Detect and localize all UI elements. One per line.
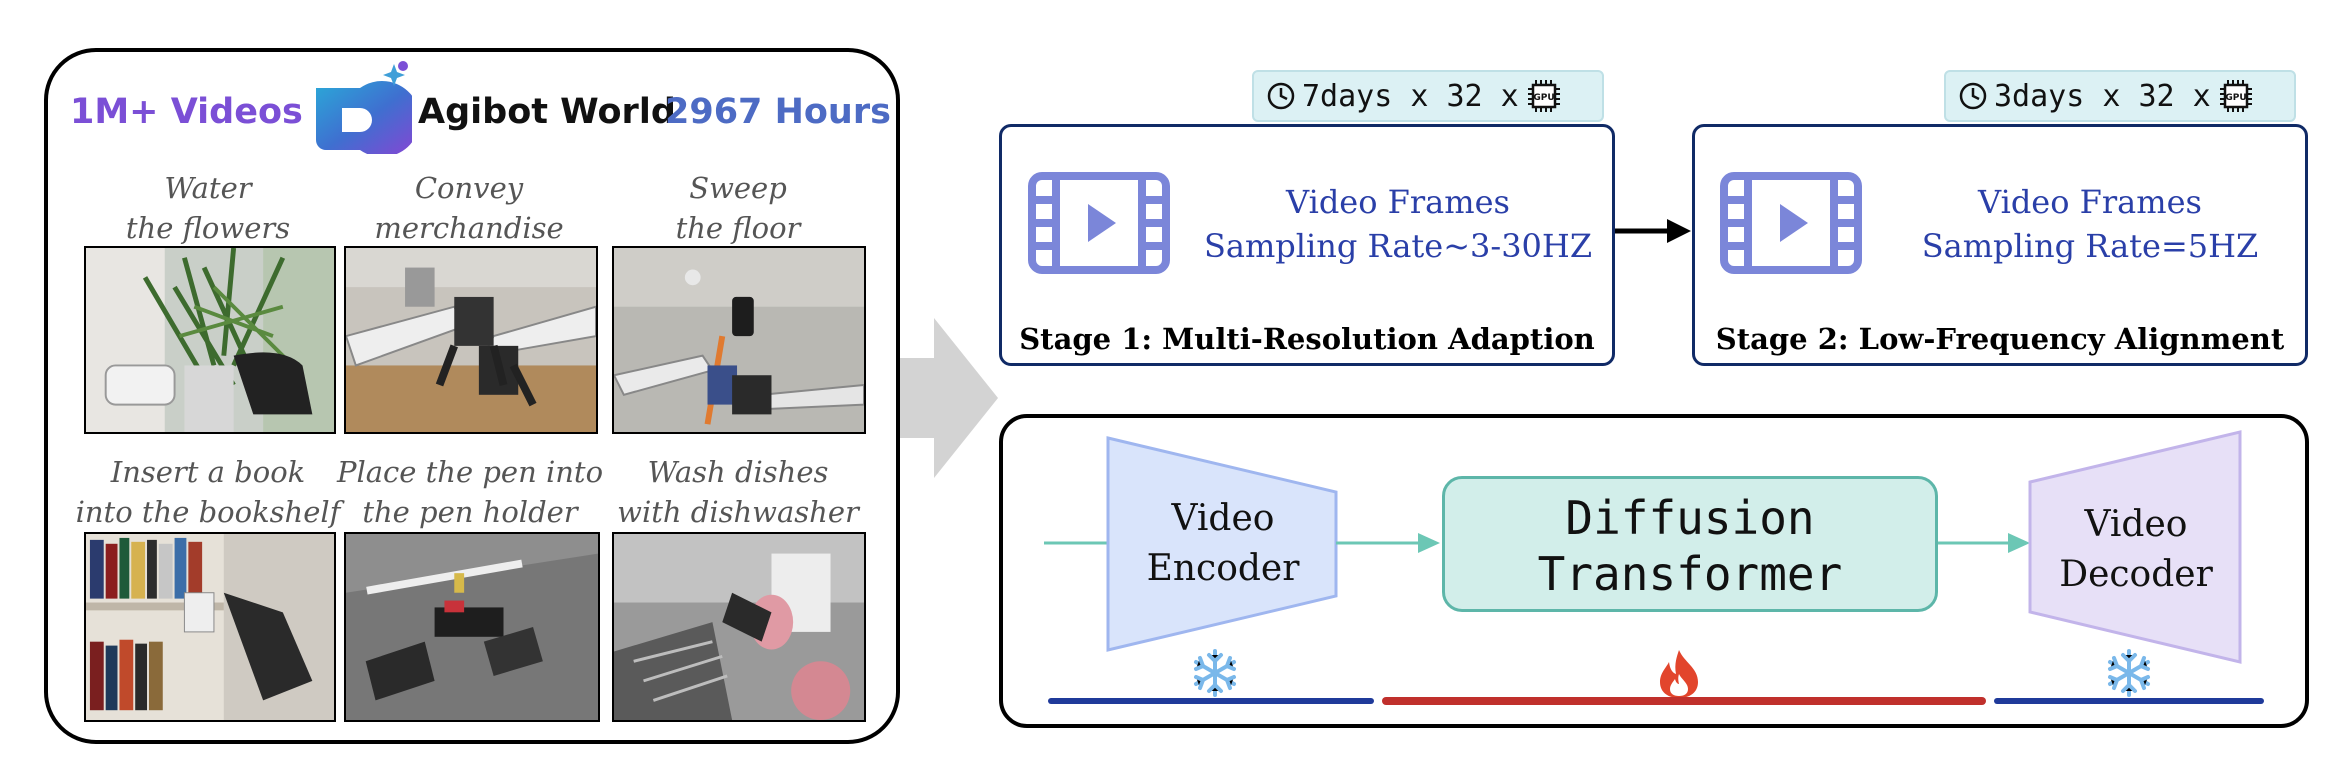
stage1-title: Stage 1: Multi-Resolution Adaption: [1019, 322, 1595, 356]
task-label-convey-merchandise: Convey merchandise: [374, 171, 564, 245]
gpu-chip-label: GPU: [2225, 93, 2246, 103]
video-encoder-block: [1106, 436, 1338, 652]
video-decoder-block: [2028, 430, 2242, 664]
robot-bookshelf-image: [86, 534, 334, 720]
gpu-chip-icon: GPU: [1527, 80, 1560, 112]
clock-icon: [1267, 82, 1295, 110]
videos-count: 1M+ Videos: [70, 92, 303, 132]
robot-watering-image: [86, 248, 334, 432]
robot-dishwasher-image: [614, 534, 864, 720]
stage1-box: [999, 124, 1615, 366]
stage-transition-arrow-icon: [1615, 219, 1691, 243]
transformer-to-decoder-arrow-icon: [1938, 533, 2030, 553]
stage1-compute-badge: 7days x 32 x GPU: [1252, 70, 1604, 122]
gpu-chip-label: GPU: [1533, 93, 1554, 103]
stage2-description: Video Frames Sampling Rate=5HZ: [1921, 183, 2259, 265]
task-label-place-pen: Place the pen into the pen holder: [336, 455, 604, 529]
task-thumbnail-wash-dishes: [612, 532, 866, 722]
stage2-box: [1692, 124, 2308, 366]
agibot-logo-icon: [316, 61, 412, 154]
brand-name: Agibot World: [418, 92, 676, 132]
gpu-chip-icon: GPU: [2219, 80, 2252, 112]
task-label-sweep-floor: Sweep the floor: [675, 171, 801, 245]
diffusion-transformer-block: [1442, 476, 1938, 612]
encoder-frozen-bar: [1048, 698, 1374, 704]
diffusion-transformer-label: Diffusion Transformer: [1537, 491, 1843, 601]
fire-icon: [1660, 650, 1698, 698]
robot-pen-holder-image: [346, 534, 598, 720]
task-thumbnail-insert-book: [84, 532, 336, 722]
hours-count: 2967 Hours: [665, 92, 891, 132]
clock-icon: [1959, 82, 1987, 110]
task-thumbnail-sweep-floor: [612, 246, 866, 434]
encoder-to-transformer-arrow-icon: [1336, 533, 1440, 553]
video-frames-icon: [1028, 172, 1170, 274]
snowflake-icon: [2108, 649, 2150, 697]
video-frames-icon: [1720, 172, 1862, 274]
stage1-compute-text: 7days x 32 x: [1302, 78, 1519, 114]
task-thumbnail-convey-merchandise: [344, 246, 598, 434]
task-thumbnail-water-flowers: [84, 246, 336, 434]
stage1-description: Video Frames Sampling Rate~3-30HZ: [1203, 183, 1593, 265]
snowflake-icon: [1194, 649, 1236, 697]
task-label-water-flowers: Water the flowers: [125, 171, 291, 245]
stage2-compute-badge: 3days x 32 x GPU: [1944, 70, 2296, 122]
robot-sweeping-image: [614, 248, 864, 432]
video-encoder-label: Video Encoder: [1146, 498, 1300, 589]
video-decoder-label: Video Decoder: [2059, 504, 2213, 595]
decoder-frozen-bar: [1994, 698, 2264, 704]
task-label-wash-dishes: Wash dishes with dishwasher: [617, 455, 859, 529]
stage2-compute-text: 3days x 32 x: [1994, 78, 2211, 114]
flow-arrow-icon: [900, 318, 998, 478]
task-label-insert-book: Insert a book into the bookshelf: [75, 455, 341, 529]
transformer-trainable-bar: [1382, 697, 1986, 705]
input-line: [1044, 541, 1110, 545]
task-thumbnail-place-pen: [344, 532, 600, 722]
robot-conveying-image: [346, 248, 596, 432]
stage2-title: Stage 2: Low-Frequency Alignment: [1715, 322, 2285, 356]
